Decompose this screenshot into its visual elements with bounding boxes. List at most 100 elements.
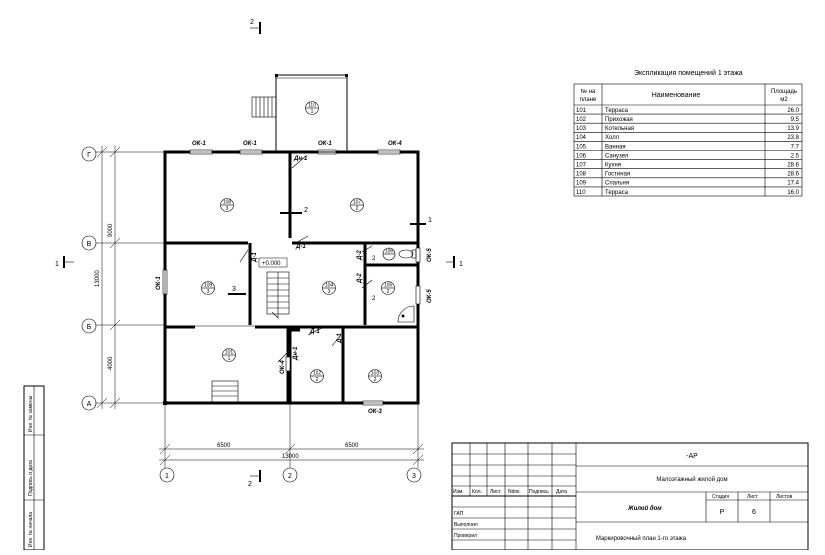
staircase bbox=[266, 271, 290, 319]
explication-row-num: 102 bbox=[576, 117, 587, 123]
window-ok1-c: ОК-1 bbox=[318, 141, 332, 147]
room-marker-103[interactable]: 103 2 bbox=[368, 369, 382, 384]
dim-4000: 4000 bbox=[108, 356, 114, 370]
svg-text:1: 1 bbox=[311, 109, 314, 115]
stamp-sheet-title: Маркировочный план 1-го этажа bbox=[596, 535, 687, 542]
explication-row-name: Терраса bbox=[605, 190, 629, 196]
room-marker-105[interactable]: 105 2 bbox=[381, 281, 395, 296]
window-ok3: ОК-3 bbox=[368, 409, 382, 415]
side-inv-zameny: Инв. № замены bbox=[28, 395, 34, 432]
side-inv-nachala: Инв. № начала bbox=[28, 512, 34, 547]
role-proveril: Проверил bbox=[454, 533, 477, 539]
svg-text:103: 103 bbox=[371, 371, 380, 377]
stamp-code: -АР bbox=[686, 453, 698, 460]
explication-row-name: Холл bbox=[605, 135, 620, 141]
svg-text:109: 109 bbox=[204, 283, 213, 289]
outer-wall-lower-right bbox=[288, 325, 420, 405]
door-d2-a: Д-2 bbox=[357, 250, 363, 261]
explication-row-area: 26.0 bbox=[787, 108, 799, 114]
axis-1: 1 bbox=[165, 473, 169, 480]
section-mark-1: 1 bbox=[428, 217, 432, 224]
axis-markers: Г В Б А 1 2 3 bbox=[81, 146, 422, 483]
room-marker-110[interactable]: 110 1 bbox=[305, 101, 319, 116]
dim-6500-a: 6500 bbox=[217, 443, 231, 449]
section-marker-bottom: 2 bbox=[248, 481, 252, 488]
explication-row-num: 101 bbox=[576, 108, 587, 114]
explication-row-area: 23.8 bbox=[787, 135, 799, 141]
explication-row-num: 105 bbox=[576, 144, 587, 150]
window-ok1-b: ОК-1 bbox=[243, 141, 257, 147]
dim-13000-h: 13000 bbox=[282, 454, 299, 460]
explication-row-area: 17.4 bbox=[787, 181, 799, 187]
window-ok5-b: ОК-5 bbox=[427, 289, 433, 303]
section-marker-top: 2 bbox=[250, 19, 254, 26]
axis-g: Г bbox=[87, 152, 91, 159]
stamp-listov-header: Листов bbox=[776, 494, 793, 500]
svg-text:2: 2 bbox=[374, 377, 377, 383]
role-gap: ГАП bbox=[454, 511, 464, 517]
room-marker-108[interactable]: 108 3 bbox=[220, 198, 234, 213]
explication-row-num: 110 bbox=[576, 190, 586, 196]
explication-row-area: 7.7 bbox=[791, 144, 800, 150]
explication-row-name: Кухня bbox=[605, 163, 621, 169]
stamp-stadia-header: Стадия bbox=[712, 494, 729, 500]
level-value: +0.000 bbox=[262, 261, 281, 267]
opening-labels: ОК-1 ОК-1 ОК-1 ОК-4 ОК-1 ОК-5 ОК-5 ОК-4 … bbox=[156, 141, 433, 415]
section-cuts: 2 1 3 bbox=[228, 207, 432, 295]
window-ok4-left: ОК-4 bbox=[280, 360, 286, 374]
title-block: Изм. Кол. Лист Ndок. Подпись Дата ГАП Вы… bbox=[451, 442, 809, 551]
room-marker-102[interactable]: 102 2 bbox=[310, 369, 324, 384]
svg-text:3: 3 bbox=[226, 206, 229, 212]
col-kol: Кол. bbox=[472, 489, 482, 495]
window-ok1-a: ОК-1 bbox=[192, 141, 206, 147]
stamp-object: Жилой дом bbox=[627, 505, 662, 512]
stamp-project: Малоэтажный жилой дом bbox=[656, 476, 727, 483]
terrace-101-steps bbox=[163, 380, 239, 405]
explication-row-num: 109 bbox=[576, 181, 587, 187]
door-d1-d: Д-1 bbox=[337, 333, 343, 344]
explication-row-area: 13.9 bbox=[787, 126, 799, 132]
svg-text:104: 104 bbox=[325, 283, 334, 289]
outer-wall-terrace bbox=[163, 325, 290, 405]
explication-row-area: 28.6 bbox=[787, 163, 799, 169]
svg-text:107: 107 bbox=[353, 200, 362, 206]
col-ndok: Ndок. bbox=[508, 489, 521, 495]
svg-text:110: 110 bbox=[308, 103, 316, 109]
section-mark-2: 2 bbox=[304, 207, 308, 214]
svg-text:2: 2 bbox=[387, 289, 390, 295]
room-marker-101[interactable]: 101 1 bbox=[222, 348, 236, 363]
explication-row-name: Санузел bbox=[605, 153, 629, 159]
explication-row-num: 107 bbox=[576, 163, 587, 169]
window-openings bbox=[162, 149, 421, 406]
explication-title: Экспликация помещений 1 этажа bbox=[634, 69, 743, 77]
stamp-list-header: Лист bbox=[747, 494, 759, 500]
axis-2: 2 bbox=[288, 473, 292, 480]
axis-v: В bbox=[87, 241, 92, 248]
explication-row-num: 106 bbox=[576, 153, 587, 159]
svg-text:102: 102 bbox=[313, 371, 322, 377]
room-marker-107[interactable]: 107 2 bbox=[350, 198, 364, 213]
dim-13000-v: 13000 bbox=[95, 270, 101, 287]
explication-row-name: Котельная bbox=[605, 126, 634, 132]
room-marker-109[interactable]: 109 3 bbox=[201, 281, 215, 296]
level-mark: +0.000 bbox=[258, 257, 288, 268]
col-izm: Изм. bbox=[453, 489, 464, 495]
door-d2-b: Д-2 bbox=[357, 273, 363, 284]
door-d2-c: 2 bbox=[372, 296, 376, 302]
svg-text:1: 1 bbox=[228, 356, 231, 362]
room-marker-104[interactable]: 104 3 bbox=[322, 281, 336, 296]
section-marker-right: 1 bbox=[459, 261, 463, 268]
window-ok1-left: ОК-1 bbox=[156, 276, 162, 290]
door-d1-a: Д-1 bbox=[295, 244, 306, 250]
room-marker-106[interactable]: 106 bbox=[382, 247, 396, 261]
window-ok5-a: ОК-5 bbox=[427, 248, 433, 262]
stamp-stadia: Р bbox=[720, 509, 725, 516]
explication-row-name: Спальня bbox=[605, 181, 629, 187]
explication-row-name: Ванная bbox=[605, 144, 626, 150]
col-list: Лист bbox=[490, 489, 502, 495]
stamp-list: 6 bbox=[752, 509, 756, 516]
dim-6500-b: 6500 bbox=[345, 443, 359, 449]
